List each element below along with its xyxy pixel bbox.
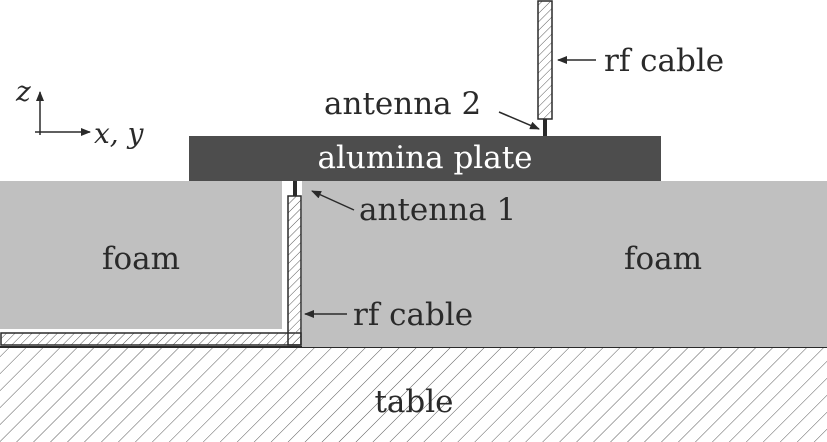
axes-indicator: z x, y (15, 75, 145, 150)
foam-block-left (0, 181, 282, 329)
antenna-2 (543, 119, 547, 136)
rf-cable-top-label: rf cable (604, 43, 724, 79)
foam-left-label: foam (102, 241, 180, 277)
xy-axis-label: x, y (94, 117, 145, 150)
antenna-2-label: antenna 2 (324, 86, 481, 122)
antenna-1 (293, 181, 297, 196)
foam-right-label: foam (624, 241, 702, 277)
rf-cable-top (537, 0, 553, 120)
rf-cable-bottom-label: rf cable (353, 297, 473, 333)
antenna-2-pointer (498, 111, 540, 130)
alumina-plate (189, 136, 661, 181)
z-axis-label: z (15, 75, 31, 108)
rf-cable-bottom-horizontal (0, 332, 302, 346)
alumina-plate-label: alumina plate (317, 140, 532, 176)
antenna-1-pointer (311, 190, 355, 211)
antenna-1-label: antenna 1 (359, 192, 516, 228)
table (0, 347, 827, 442)
table-label: table (374, 384, 453, 420)
foam-block-right (302, 181, 827, 347)
rf-cable-bottom-vertical (287, 195, 302, 346)
